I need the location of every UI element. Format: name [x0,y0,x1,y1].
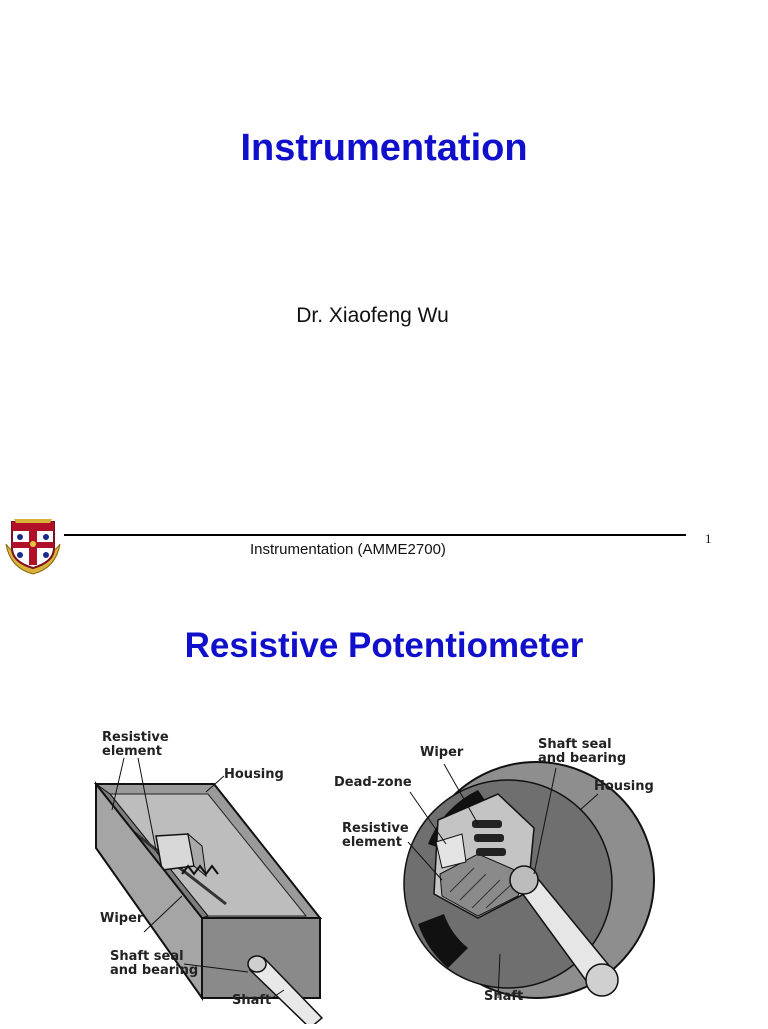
label-shaft-seal-bearing: Shaft seal and bearing [110,949,199,978]
university-crest-logo [5,519,61,575]
label-housing: Housing [224,767,284,782]
label-dead-zone: Dead-zone [334,775,412,790]
footer-course: Instrumentation (AMME2700) [250,541,446,558]
label-resistive-element: Resistive element [102,730,169,759]
label-shaft: Shaft [484,989,524,1004]
label-shaft-seal-bearing: Shaft seal and bearing [538,737,627,766]
rotary-potentiometer-drawing [403,761,655,999]
label-housing: Housing [594,779,654,794]
label-wiper: Wiper [100,911,144,926]
slide-title: Resistive Potentiometer [184,626,584,665]
page-number: 1 [705,531,712,546]
author-name: Dr. Xiaofeng Wu [296,304,449,327]
footer-divider [64,534,686,536]
rotary-potentiometer-figure: Wiper Shaft seal and bearing Dead-zone H… [328,724,658,1024]
label-wiper: Wiper [420,745,464,760]
label-shaft: Shaft [232,993,272,1008]
title-slide: Instrumentation Dr. Xiaofeng Wu Instrume… [5,127,712,575]
linear-potentiometer-drawing [93,757,324,1029]
slide-title: Instrumentation [240,127,528,169]
label-resistive-element: Resistive element [342,821,409,850]
content-slide: Resistive Potentiometer [0,590,768,1029]
linear-potentiometer-figure: Resistive element Housing Wiper Shaft se… [84,728,334,1029]
